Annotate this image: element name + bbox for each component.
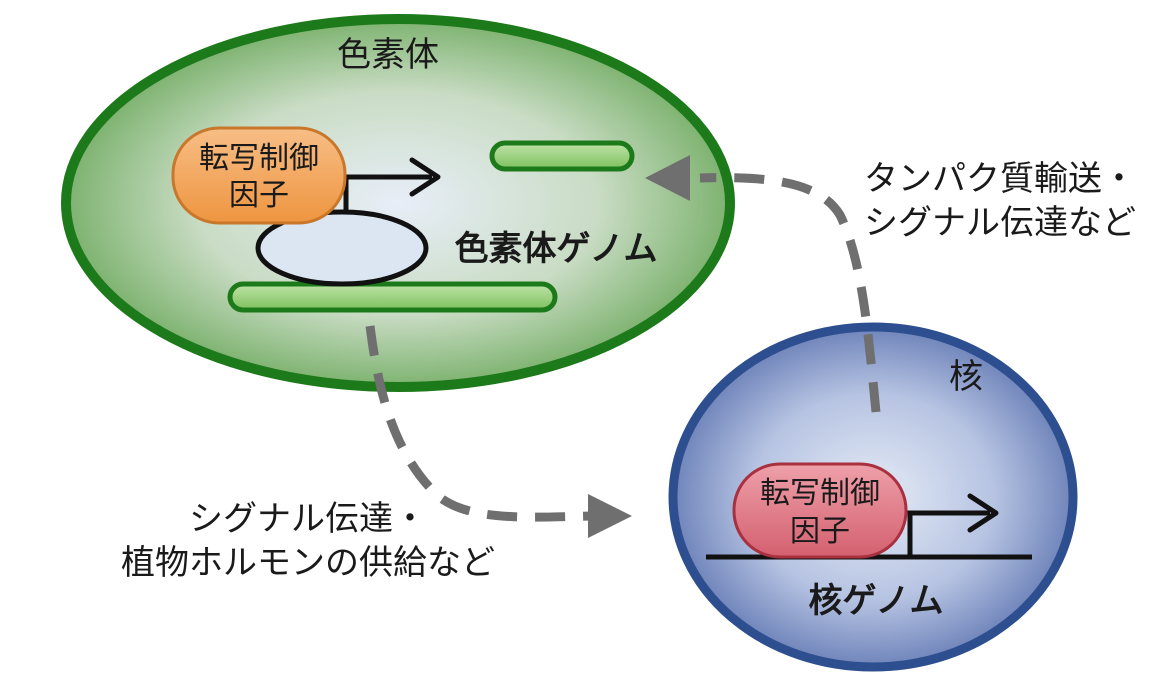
plastid-genome-ring [255,209,429,287]
nucleus-to-plastid-dashed-arrow [699,173,881,413]
nucleus-promoter-arrowhead [967,493,999,533]
nucleus-title: 核 [949,357,983,397]
nucleus-to-plastid-note-line1: タンパク質輸送・ [864,159,1136,199]
plastid-transcription-factor [171,126,347,225]
plastid-factor-label-line2: 因子 [229,178,289,213]
plastid-to-nucleus-note-line1: シグナル伝達・ [189,499,427,539]
nucleus-promoter-arrow [907,510,990,557]
nucleus-factor-label-line1: 転写制御 [760,476,880,511]
plastid-to-nucleus-arrowhead [588,494,632,538]
plastid-genome-label: 色素体ゲノム [455,229,658,269]
plastid-promoter-arrowhead [409,157,441,197]
nucleus-factor-label-line2: 因子 [790,514,850,549]
plastid-to-nucleus-note-line2: 植物ホルモンの供給など [121,543,495,583]
nucleus-transcription-factor [732,462,908,559]
plastid-title: 色素体 [337,35,439,75]
nucleus-to-plastid-arrowhead [645,155,690,201]
plastid-factor-label-line1: 転写制御 [199,141,319,176]
plastid-genome-bar-short [489,140,635,172]
nucleus-to-plastid-note-line2: シグナル伝達など [864,203,1136,243]
nucleus-genome-label: 核ゲノム [809,581,944,621]
plastid-genome-bar-long [227,281,558,313]
plastid-to-nucleus-dashed-arrow [365,325,591,522]
